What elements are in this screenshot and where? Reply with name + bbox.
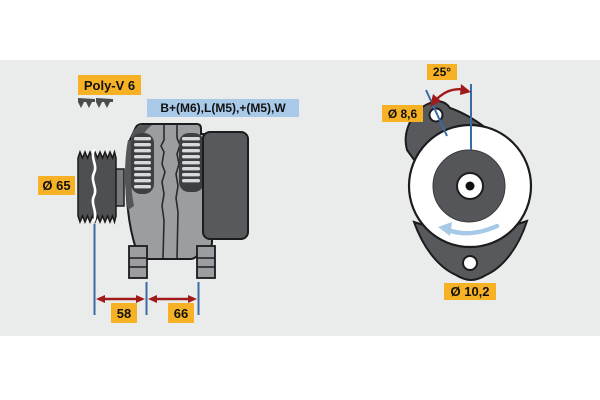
front-housing-shading bbox=[125, 140, 134, 210]
mounting-feet bbox=[128, 245, 216, 279]
rotation-direction-arrow-icon bbox=[438, 222, 500, 236]
dimension-lines bbox=[93, 224, 200, 315]
pulley bbox=[77, 148, 117, 225]
bottom-lug-hole bbox=[462, 255, 478, 271]
housing-seam-right bbox=[175, 124, 181, 259]
belt-type-label: Poly-V 6 bbox=[78, 75, 141, 95]
bottom-hole-diameter-label: Ø 10,2 bbox=[444, 283, 496, 300]
housing-seam-left bbox=[160, 124, 166, 259]
break-line bbox=[91, 148, 97, 223]
front-view-drawing bbox=[404, 84, 533, 282]
angle-reference-lines bbox=[425, 84, 472, 150]
angle-arc-arrow bbox=[430, 84, 471, 107]
dimension-66-label: 66 bbox=[168, 303, 194, 323]
rear-vent-slots bbox=[179, 133, 204, 192]
side-view-drawing bbox=[77, 98, 249, 315]
shaft-center-dot bbox=[465, 181, 475, 191]
front-vent-slots bbox=[131, 133, 154, 194]
terminal-label: B+(M6),L(M5),+(M5),W bbox=[147, 99, 299, 117]
dimension-arrows bbox=[96, 295, 197, 303]
rear-cover-block bbox=[202, 131, 249, 240]
dimension-58-label: 58 bbox=[111, 303, 137, 323]
top-hole-diameter-label: Ø 8,6 bbox=[382, 105, 423, 122]
mounting-angle-label: 25° bbox=[427, 64, 457, 80]
pulley-diameter-label: Ø 65 bbox=[38, 176, 75, 195]
poly-v-belt-profile-icon bbox=[78, 98, 113, 108]
